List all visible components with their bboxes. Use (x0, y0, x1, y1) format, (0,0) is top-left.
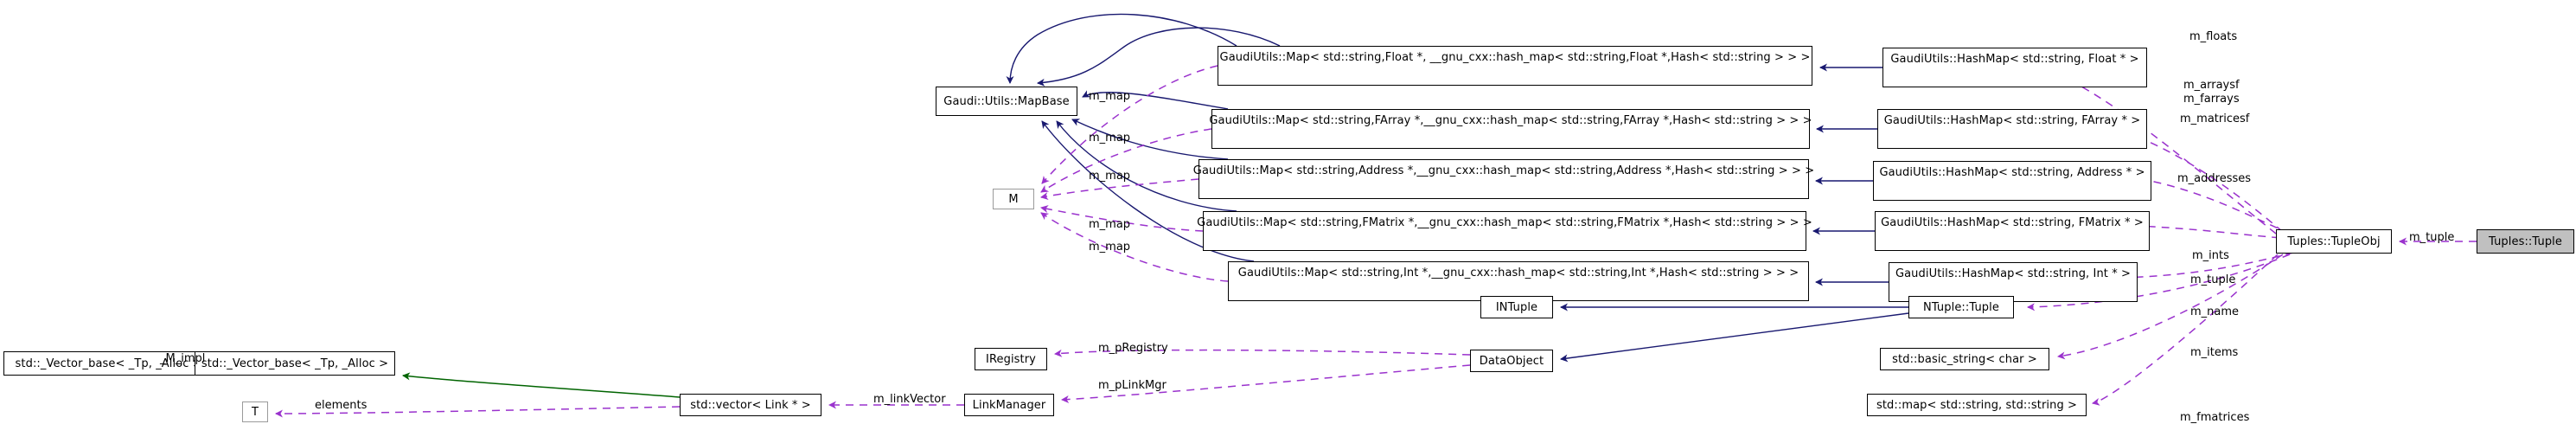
class-node-label: INTuple (1495, 300, 1538, 314)
edge-label-l_name: m_name (2190, 305, 2240, 318)
edge-label-l_floats: m_floats (2189, 30, 2238, 43)
class-node-label: DataObject (1479, 354, 1544, 368)
edge-label-l_mmap5: m_map (1089, 241, 1131, 254)
class-node-ntuple_tuple[interactable]: NTuple::Tuple (1908, 296, 2014, 318)
class-node-std_map_ss[interactable]: std::map< std::string, std::string > (1867, 394, 2087, 416)
class-node-tuple[interactable]: Tuples::Tuple (2477, 229, 2574, 254)
edge-label-l_mmap3: m_map (1089, 170, 1131, 183)
class-node-map_farray[interactable]: GaudiUtils::Map< std::string,FArray *,__… (1209, 109, 1812, 149)
class-node-label: GaudiUtils::Map< std::string,FMatrix *,_… (1197, 216, 1812, 229)
class-node-tpl_T[interactable]: T (242, 402, 268, 422)
class-node-hm_farray[interactable]: GaudiUtils::HashMap< std::string, FArray… (1877, 109, 2147, 149)
edge-label-l_plinkmgr: m_pLinkMgr (1098, 379, 1167, 392)
class-node-label: Tuples::TupleObj (2287, 234, 2381, 248)
class-node-label: std::vector< Link * > (690, 398, 811, 412)
edge-label-l_items: m_items (2190, 346, 2239, 359)
edge-label-l_tuple_attr: m_tuple (2190, 273, 2236, 286)
class-node-label: NTuple::Tuple (1923, 300, 1999, 314)
class-node-intuple[interactable]: INTuple (1480, 296, 1553, 318)
edge-label-l_addresses: m_addresses (2177, 172, 2252, 185)
class-node-label: M (1008, 192, 1019, 206)
class-node-label: Tuples::Tuple (2489, 234, 2562, 248)
edge-label-l_linkvector: m_linkVector (873, 393, 946, 406)
class-node-tupleobj[interactable]: Tuples::TupleObj (2276, 229, 2392, 254)
edge-label-l_arraysf: m_arraysf (2183, 79, 2240, 92)
class-node-label: GaudiUtils::HashMap< std::string, Addres… (1879, 166, 2145, 179)
class-node-linkmanager[interactable]: LinkManager (964, 394, 1054, 416)
edge-label-l_mimpl: _M_impl (160, 352, 206, 365)
edge-label-l_pregistry: m_pRegistry (1098, 342, 1168, 355)
class-node-label: GaudiUtils::HashMap< std::string, Int * … (1895, 267, 2132, 280)
class-node-dataobject[interactable]: DataObject (1470, 350, 1553, 372)
class-node-label: Gaudi::Utils::MapBase (943, 94, 1070, 108)
class-node-label: GaudiUtils::HashMap< std::string, FMatri… (1881, 216, 2144, 229)
class-node-label: std::_Vector_base< _Tp, _Alloc > (201, 357, 389, 370)
edge-label-l_mmap2: m_map (1089, 132, 1131, 145)
class-node-label: GaudiUtils::Map< std::string,FArray *,__… (1209, 114, 1812, 127)
edge-label-l_ints: m_ints (2192, 249, 2229, 262)
class-node-label: std::map< std::string, std::string > (1876, 398, 2078, 412)
class-node-map_fmatrix[interactable]: GaudiUtils::Map< std::string,FMatrix *,_… (1197, 211, 1812, 251)
class-node-mapbase[interactable]: Gaudi::Utils::MapBase (936, 87, 1077, 116)
class-node-map_float[interactable]: GaudiUtils::Map< std::string,Float *, __… (1218, 46, 1812, 86)
class-node-tpl_M[interactable]: M (993, 189, 1034, 209)
class-node-hm_float[interactable]: GaudiUtils::HashMap< std::string, Float … (1882, 48, 2147, 87)
class-node-label: GaudiUtils::Map< std::string,Address *,_… (1192, 164, 1815, 177)
edge-label-l_fmatrices: m_fmatrices (2180, 411, 2250, 424)
edge-label-l_mmap4: m_map (1089, 218, 1131, 231)
class-node-label: std::basic_string< char > (1892, 352, 2037, 366)
class-node-map_int[interactable]: GaudiUtils::Map< std::string,Int *,__gnu… (1228, 261, 1809, 301)
class-node-hm_fmatrix[interactable]: GaudiUtils::HashMap< std::string, FMatri… (1875, 211, 2150, 251)
class-node-label: GaudiUtils::Map< std::string,Float *, __… (1219, 51, 1811, 64)
template-edges (402, 372, 681, 398)
class-node-label: GaudiUtils::Map< std::string,Int *,__gnu… (1237, 267, 1799, 279)
class-node-hm_address[interactable]: GaudiUtils::HashMap< std::string, Addres… (1873, 161, 2151, 201)
class-node-map_address[interactable]: GaudiUtils::Map< std::string,Address *,_… (1193, 159, 1814, 199)
class-node-label: LinkManager (972, 398, 1046, 412)
edge-label-l_mmap1: m_map (1089, 90, 1131, 103)
class-node-vec_link[interactable]: std::vector< Link * > (680, 394, 821, 416)
class-node-label: GaudiUtils::HashMap< std::string, Float … (1890, 53, 2139, 66)
edge-label-l_elements: elements (315, 399, 368, 412)
edge-label-l_farrays: m_farrays (2183, 93, 2240, 106)
class-node-basic_string[interactable]: std::basic_string< char > (1880, 348, 2049, 370)
class-node-iregistry[interactable]: IRegistry (975, 348, 1047, 370)
class-node-label: IRegistry (986, 352, 1036, 366)
edge-label-l_matricesf: m_matricesf (2180, 112, 2250, 125)
class-node-label: T (251, 405, 259, 419)
class-node-hm_int[interactable]: GaudiUtils::HashMap< std::string, Int * … (1889, 262, 2138, 302)
class-node-vecbase[interactable]: std::_Vector_base< _Tp, _Alloc > (195, 351, 395, 376)
edge-label-l_tuple_rel: m_tuple (2409, 231, 2455, 244)
class-node-label: GaudiUtils::HashMap< std::string, FArray… (1883, 114, 2141, 127)
